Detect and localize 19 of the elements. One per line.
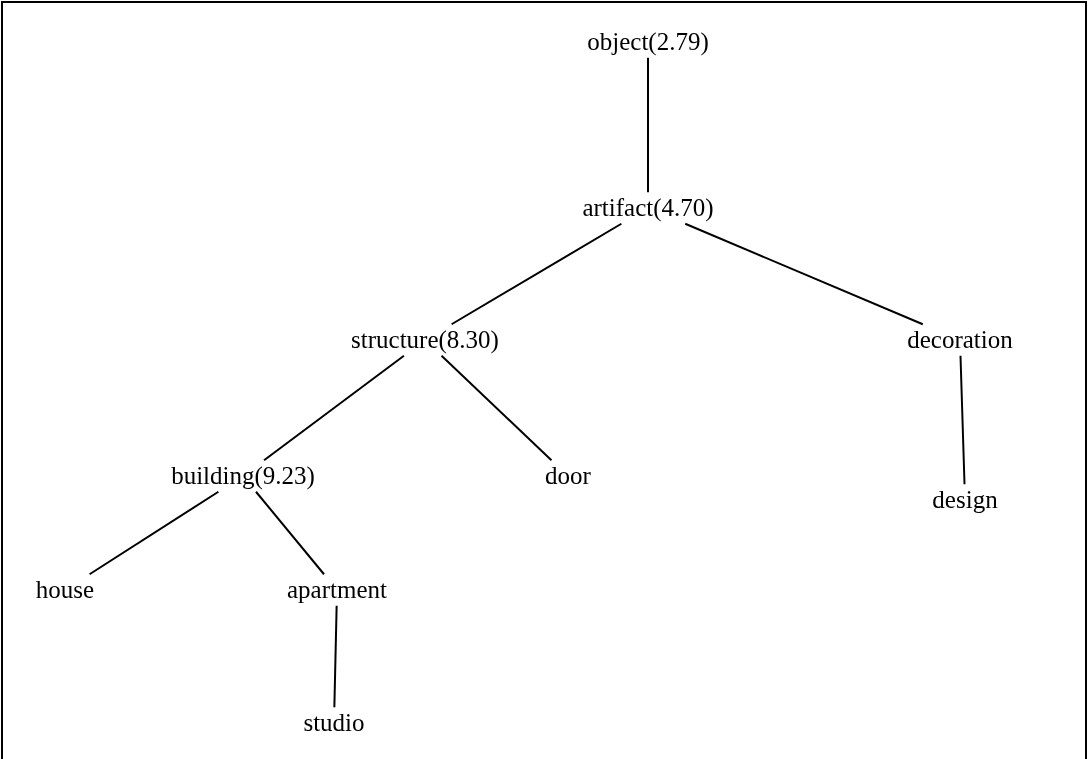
connector-line bbox=[333, 604, 338, 709]
connector-line bbox=[255, 490, 325, 576]
node-label: building(9.23) bbox=[171, 462, 315, 490]
node-label: door bbox=[545, 462, 591, 490]
node-label: studio bbox=[303, 709, 365, 737]
connector-line bbox=[684, 222, 924, 326]
node-label: design bbox=[932, 486, 998, 514]
node-label: house bbox=[35, 576, 95, 604]
connector-line bbox=[440, 354, 553, 462]
connector-line bbox=[450, 222, 623, 326]
node-label: object(2.79) bbox=[587, 28, 709, 56]
node-label: structure(8.30) bbox=[351, 326, 499, 354]
connector-line bbox=[959, 354, 966, 486]
node-label: artifact(4.70) bbox=[582, 194, 714, 222]
node-label: apartment bbox=[287, 576, 387, 604]
connector-line bbox=[88, 490, 220, 576]
connector-line bbox=[647, 56, 649, 194]
connector-line bbox=[263, 354, 405, 462]
node-label: decoration bbox=[907, 326, 1013, 354]
